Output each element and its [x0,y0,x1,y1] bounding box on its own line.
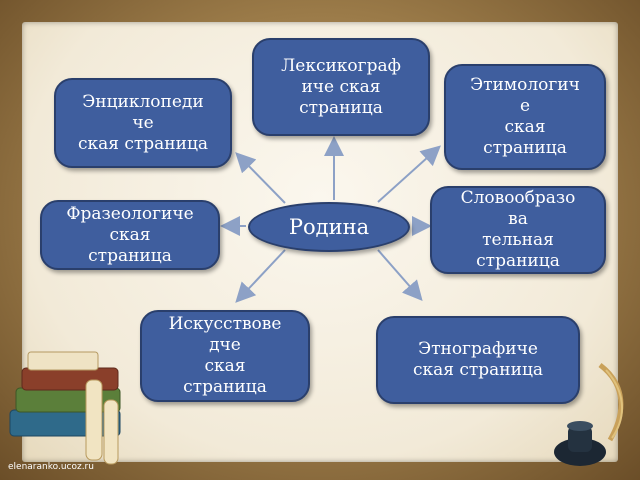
center-label: Родина [288,215,370,239]
node-label: Словообразо ва тельная страница [460,188,576,271]
node-label: Искусствове дче ская страница [168,314,282,397]
node-leksikograficheskaya: Лексикограф иче ская страница [252,38,430,136]
node-label: Лексикограф иче ская страница [281,55,401,118]
center-node: Родина [248,202,410,252]
books-illustration [9,351,121,465]
node-etnograficheskaya: Этнографиче ская страница [376,316,580,404]
node-label: Этимологич е ская страница [470,75,580,158]
node-label: Энциклопеди че ская страница [77,91,209,154]
node-label: Этнографиче ская страница [412,339,544,380]
arrow-to-etimologicheskaya [377,145,441,203]
node-label: Фразеологиче ская страница [66,203,194,266]
node-iskusstvovedcheskaya: Искусствове дче ская страница [140,310,310,402]
node-enciklopedicheskaya: Энциклопеди че ская страница [54,78,232,168]
node-slovoobrazovatelnaya: Словообразо ва тельная страница [430,186,606,274]
arrow-to-enciklopedicheskaya [235,152,286,204]
arrow-to-etnograficheskaya [377,249,423,302]
node-etimologicheskaya: Этимологич е ская страница [444,64,606,170]
inkwell-quill-illustration [554,363,624,466]
arrow-to-iskusstvovedcheskaya [235,249,286,303]
node-frazeologicheskaya: Фразеологиче ская страница [40,200,220,270]
watermark: elenaranko.ucoz.ru [8,462,94,472]
